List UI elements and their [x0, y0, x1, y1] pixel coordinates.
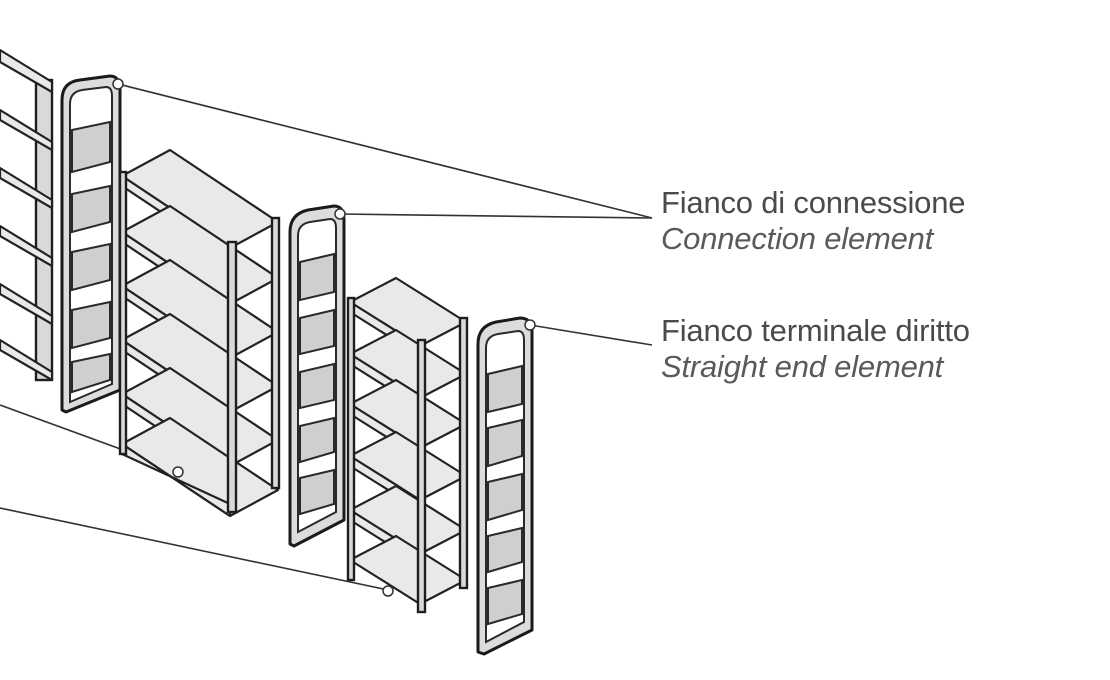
label-connection-italian: Fianco di connessione — [661, 185, 966, 220]
label-end-english: Straight end element — [661, 349, 944, 384]
connection-element-panel-1 — [60, 74, 124, 414]
shelving-unit-short — [346, 276, 469, 614]
label-end-italian: Fianco terminale diritto — [661, 313, 970, 348]
straight-end-element-panel — [476, 316, 536, 656]
shelving-unit-tall — [118, 148, 281, 518]
label-connection-english: Connection element — [661, 221, 934, 256]
leader-connection-lower — [339, 213, 653, 219]
label-straight-end-element: Fianco terminale diritto Straight end el… — [661, 313, 970, 385]
leader-left-low — [0, 507, 389, 591]
shelving-unit-left-partial — [0, 48, 54, 382]
leader-lines — [0, 83, 653, 591]
leader-end — [529, 324, 653, 346]
connection-element-panel-2 — [288, 204, 346, 548]
leader-connection-upper — [117, 83, 653, 219]
label-connection-element: Fianco di connessione Connection element — [661, 185, 965, 257]
